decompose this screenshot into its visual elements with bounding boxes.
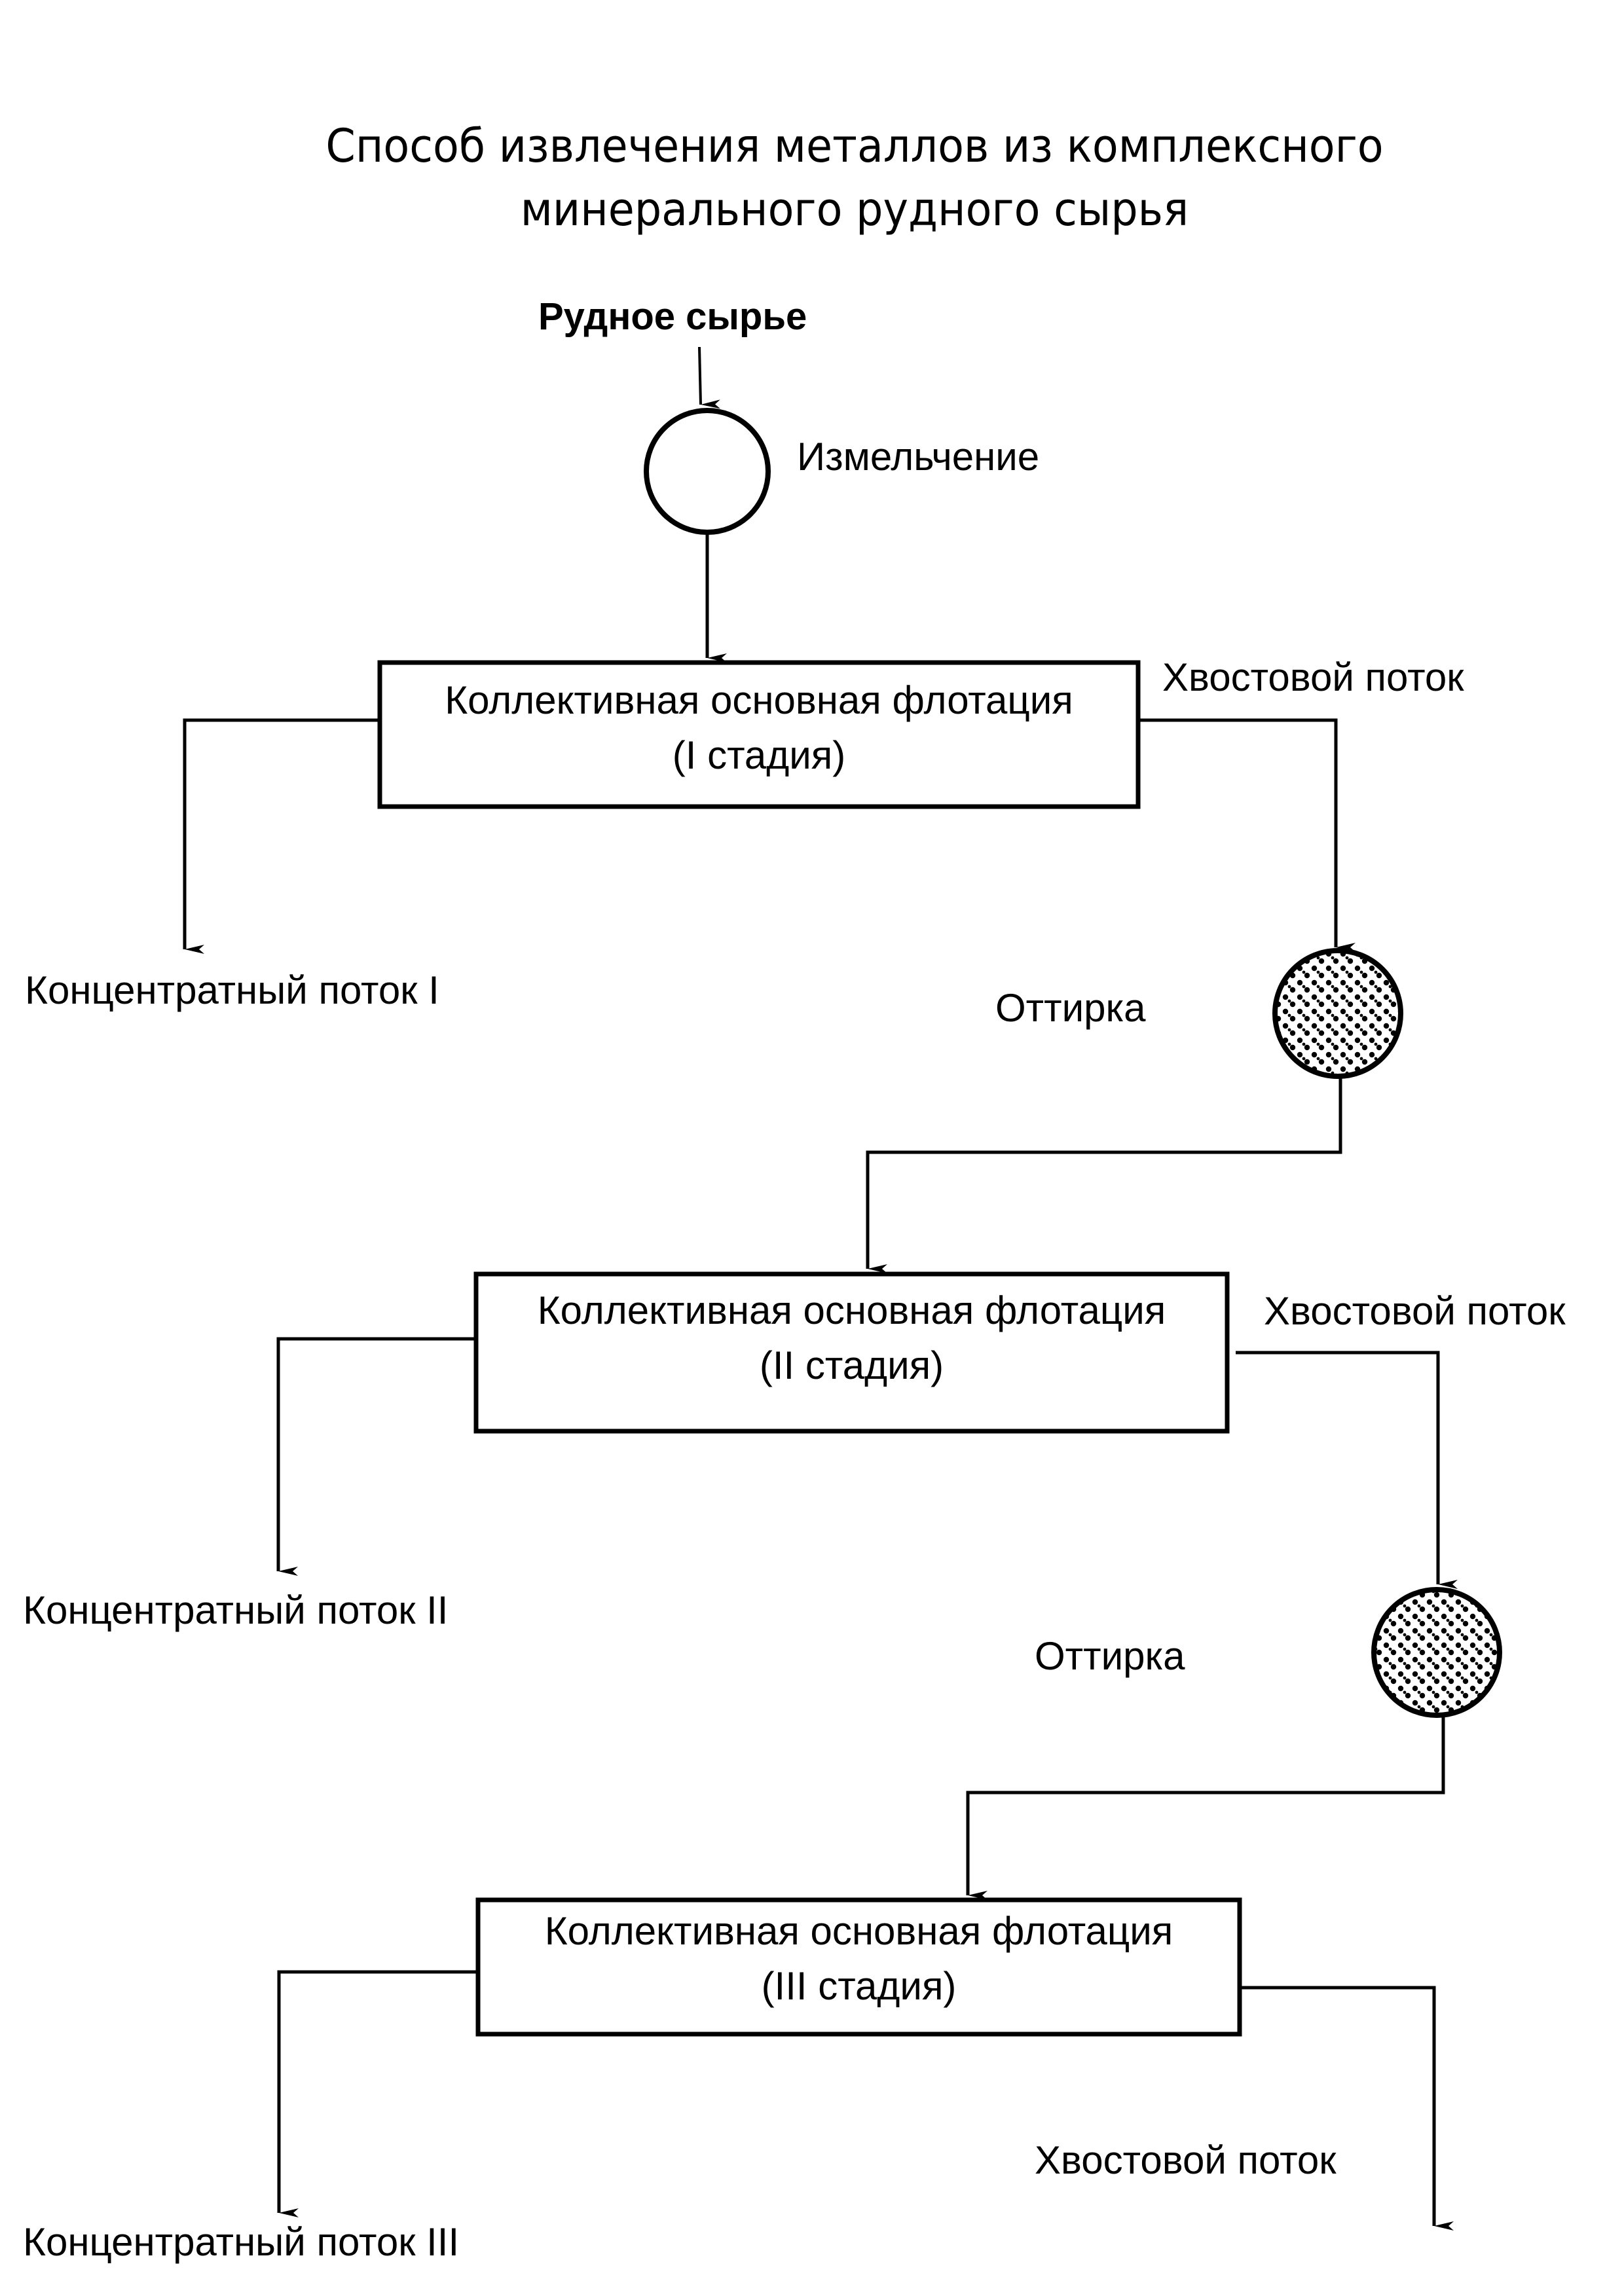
stage3-box-text: Коллективная основная флотация (III стад… (478, 1904, 1240, 2014)
input-label: Рудное сырье (538, 295, 807, 338)
attrition1-to-stage2-arrow (866, 1076, 1342, 1273)
attrition1-circle-icon (1272, 948, 1403, 1079)
stage2-title: Коллективная основная флотация (537, 1288, 1166, 1332)
stage1-tailings-arrow (1138, 718, 1356, 952)
stage2-box (473, 1271, 1230, 1434)
stage2-concentrate-label: Концентратный поток II (23, 1588, 449, 1632)
attrition2-to-stage3-arrow (966, 1715, 1445, 1900)
stage1-title: Коллективная основная флотация (445, 678, 1073, 722)
input-arrow (698, 346, 721, 409)
stage2-tailings-arrow (1236, 1351, 1458, 1589)
grinding-label: Измельчение (797, 435, 1040, 479)
attrition2-circle-icon (1371, 1587, 1502, 1718)
stage3-box (475, 1897, 1242, 2037)
grinding-circle-icon (644, 408, 771, 535)
stage3-tailings-arrow (1240, 1986, 1454, 2231)
stage2-box-text: Коллективная основная флотация (II стади… (476, 1283, 1227, 1393)
stage2-tailings-label: Хвостовой поток (1264, 1289, 1566, 1333)
stage3-title: Коллективная основная флотация (544, 1909, 1173, 1953)
stage1-concentrate-label: Концентратный поток I (25, 968, 439, 1012)
stage1-box (377, 660, 1141, 809)
stage2-subtitle: (II стадия) (759, 1343, 944, 1387)
page-title-line1: Способ извлечения металлов из комплексно… (325, 119, 1384, 173)
page-title-line2: минерального рудного сырья (520, 183, 1189, 236)
stage3-tailings-label: Хвостовой поток (1035, 2138, 1337, 2182)
stage1-box-text: Коллективная основная флотация (I стадия… (380, 673, 1138, 783)
attrition2-label: Оттирка (1035, 1634, 1185, 1678)
stage1-concentrate-arrow (183, 718, 380, 954)
stage1-subtitle: (I стадия) (672, 733, 846, 777)
stage1-tailings-label: Хвостовой поток (1162, 655, 1464, 699)
stage3-subtitle: (III стадия) (761, 1964, 957, 2008)
stage2-concentrate-arrow (276, 1337, 476, 1576)
stage3-concentrate-arrow (277, 1970, 478, 2217)
attrition1-label: Оттирка (995, 986, 1146, 1030)
stage3-concentrate-label: Концентратный поток III (23, 2220, 460, 2264)
